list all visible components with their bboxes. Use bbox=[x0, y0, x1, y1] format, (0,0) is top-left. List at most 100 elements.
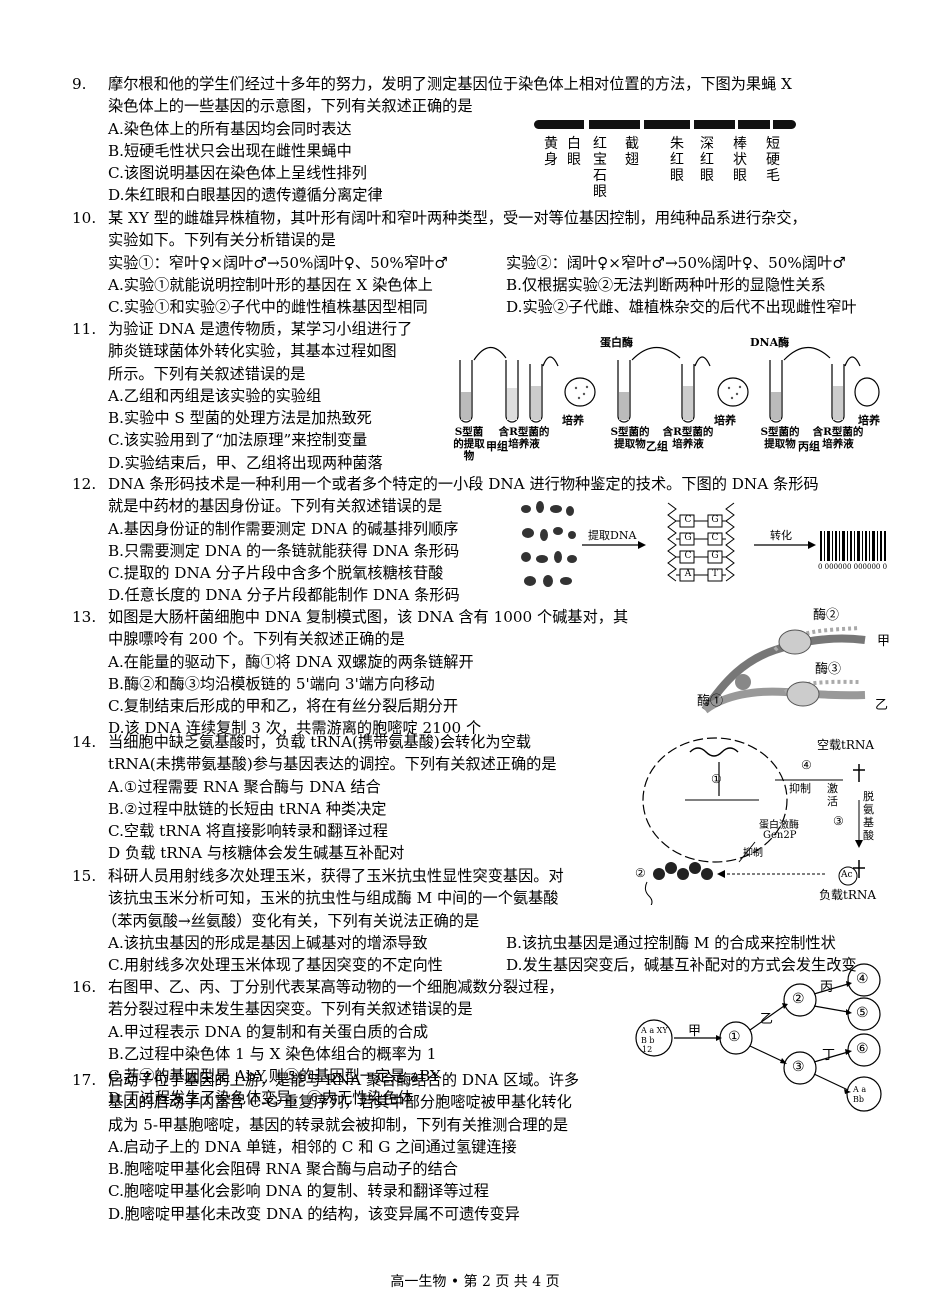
cell-genotype-text: B b bbox=[641, 1036, 655, 1045]
replication-diagram bbox=[701, 626, 866, 714]
cell-genotype-text: Bb bbox=[853, 1095, 864, 1104]
question-number: 13. bbox=[72, 608, 97, 626]
process-ding-label: 丁 bbox=[822, 1048, 836, 1063]
stem-line: 右图甲、乙、丙、丁分别代表某高等动物的一个细胞减数分裂过程， bbox=[108, 978, 564, 996]
gene-label: 朱红眼 bbox=[670, 136, 684, 184]
stem-line: 若分裂过程中未发生基因突变。下列有关叙述错误的是 bbox=[108, 1000, 473, 1019]
base: A bbox=[684, 569, 692, 579]
option-d: D.实验②子代雌、雄植株杂交的后代不出现雌性窄叶 bbox=[506, 298, 857, 317]
strand-yi-label: 乙 bbox=[875, 698, 889, 713]
question-number: 12. bbox=[72, 475, 97, 493]
option-c: C.空载 tRNA 将直接影响转录和翻译过程 bbox=[108, 822, 388, 841]
stem-line: 染色体上的一些基因的示意图，下列有关叙述正确的是 bbox=[108, 97, 473, 116]
culture-label: 培养 bbox=[714, 414, 736, 427]
cell-5-label: ⑤ bbox=[856, 1005, 869, 1021]
option-c: C.实验①和实验②子代中的雌性植株基因型相同 bbox=[108, 298, 428, 317]
group-2-label: 乙组 bbox=[646, 440, 668, 453]
enzyme-1-label: 酶① bbox=[697, 694, 724, 709]
dna-replication-figure: 酶② 甲 酶③ 酶① 乙 bbox=[685, 600, 890, 722]
question-number: 15. bbox=[72, 867, 97, 885]
herbs-icon bbox=[521, 501, 577, 587]
option-b: B.只需要测定 DNA 的一条链就能获得 DNA 条形码 bbox=[108, 541, 460, 560]
stem-line: 为验证 DNA 是遗传物质，某学习小组进行了 bbox=[108, 320, 413, 338]
chromosome-figure: 黄身 白眼 红宝石眼 截翅 朱红眼 深红眼 棒状眼 短硬毛 bbox=[530, 118, 800, 202]
question-number: 14. bbox=[72, 733, 97, 751]
base: G bbox=[711, 515, 719, 525]
stem-line: 就是中药材的基因身份证。下列有关叙述错误的是 bbox=[108, 497, 443, 516]
meiosis-diagram: A a XY B b 12 A a Bb bbox=[635, 963, 882, 1112]
extract-dna-label: 提取DNA bbox=[588, 529, 637, 542]
question-number: 17. bbox=[72, 1071, 97, 1089]
cell-3-label: ③ bbox=[792, 1059, 805, 1075]
culture-label: 培养 bbox=[858, 414, 880, 427]
process-yi-label: 乙 bbox=[760, 1012, 774, 1027]
gene-label: 黄身 bbox=[544, 136, 558, 168]
stem-line: 如图是大肠杆菌细胞中 DNA 复制模式图，该 DNA 含有 1000 个碱基对，… bbox=[108, 608, 629, 626]
stem-line: （苯丙氨酸→丝氨酸）变化有关，下列有关说法正确的是 bbox=[102, 911, 480, 930]
option-a: A.实验①就能说明控制叶形的基因在 X 染色体上 bbox=[108, 275, 433, 294]
option-a: A.①过程需要 RNA 聚合酶与 DNA 结合 bbox=[108, 777, 381, 796]
stem-line: 科研人员用射线多次处理玉米，获得了玉米抗虫性显性突变基因。对 bbox=[108, 867, 564, 885]
option-d: D.朱红眼和白眼基因的遗传遵循分离定律 bbox=[108, 186, 383, 205]
option-c: C.提取的 DNA 分子片段中含多个脱氧核糖核苷酸 bbox=[108, 564, 444, 583]
barcode-diagram bbox=[521, 501, 886, 587]
question-number: 10. bbox=[72, 209, 97, 227]
ac-label: Ac bbox=[841, 870, 853, 880]
step-3-label: ③ bbox=[833, 814, 844, 828]
option-a: A.在能量的驱动下，酶①将 DNA 双螺旋的两条链解开 bbox=[108, 652, 474, 671]
transformation-experiment-figure: 蛋白酶 DNA酶 培养 培养 培养 S型菌的提取物 含R型菌的培养液 S型菌的提… bbox=[450, 330, 880, 462]
stem-line: 中腺嘌呤有 200 个。下列有关叙述正确的是 bbox=[108, 630, 405, 649]
r-culture-label: 含R型菌的培养液 bbox=[812, 426, 864, 450]
experiment-1: 实验①：窄叶♀×阔叶♂→50%阔叶♀、50%窄叶♂ bbox=[108, 253, 448, 272]
page-footer: 高一生物 • 第 2 页 共 4 页 bbox=[390, 1274, 560, 1290]
stem-line: 基因的启动子内富含 C-G 重复序列，若其中部分胞嘧啶被甲基化转化 bbox=[108, 1093, 572, 1112]
option-a: A.该抗虫基因的形成是基因上碱基对的增添导致 bbox=[108, 933, 428, 952]
experiment-diagram bbox=[459, 346, 880, 423]
option-d: D.该 DNA 连续复制 3 次，共需游离的胞嘧啶 2100 个 bbox=[108, 719, 482, 738]
stem-line: 某 XY 型的雌雄异株植物，其叶形有阔叶和窄叶两种类型，受一对等位基因控制，用纯… bbox=[108, 209, 807, 227]
cell-genotype-text: 12 bbox=[642, 1045, 652, 1054]
cell-6-label: ⑥ bbox=[856, 1041, 869, 1057]
chromosome-diagram bbox=[534, 120, 796, 129]
r-culture-label: 含R型菌的培养液 bbox=[498, 426, 550, 450]
inhibit-label: 抑制 bbox=[789, 782, 811, 795]
gene-label: 深红眼 bbox=[700, 136, 714, 184]
dnase-label: DNA酶 bbox=[750, 336, 790, 349]
step-1-label: ① bbox=[711, 772, 722, 786]
convert-label: 转化 bbox=[770, 529, 792, 542]
stem-line: 启动子位于基因的上游，是能与 RNA 聚合酶结合的 DNA 区域。许多 bbox=[108, 1071, 580, 1089]
barcode-digits: 0 000000 000000 0 bbox=[818, 563, 888, 571]
step-2-label: ② bbox=[635, 866, 646, 880]
cell-2-label: ② bbox=[792, 991, 805, 1007]
enzyme-3-label: 酶③ bbox=[815, 662, 842, 677]
gene-label: 截翅 bbox=[625, 136, 639, 168]
stem-line: 摩尔根和他的学生们经过十多年的努力，发明了测定基因位于染色体上相对位置的方法，下… bbox=[108, 75, 792, 93]
process-bing-label: 丙 bbox=[820, 980, 834, 995]
stem-line: 当细胞中缺乏氨基酸时，负载 tRNA(携带氨基酸)会转化为空载 bbox=[108, 733, 531, 751]
gene-label: 白眼 bbox=[567, 136, 581, 168]
option-b: B.短硬毛性状只会出现在雌性果蝇中 bbox=[108, 141, 352, 160]
stem-line: 实验如下。下列有关分析错误的是 bbox=[108, 231, 336, 250]
stem-line: 肺炎链球菌体外转化实验，其基本过程如图 bbox=[108, 342, 397, 361]
s-extract-label: S型菌的提取物 bbox=[453, 426, 485, 462]
option-b: B.②过程中肽链的长短由 tRNA 种类决定 bbox=[108, 799, 387, 818]
base: C bbox=[684, 515, 692, 525]
option-a: A.启动子上的 DNA 单链，相邻的 C 和 G 之间通过氢键连接 bbox=[108, 1137, 517, 1156]
option-c: C.该图说明基因在染色体上呈线性排列 bbox=[108, 164, 367, 183]
option-d: D.丁过程发生了染色体变异，⑥内无性染色体 bbox=[108, 1089, 414, 1108]
empty-trna-label: 空载tRNA bbox=[817, 738, 875, 752]
question-number: 11. bbox=[72, 320, 97, 338]
option-c: C.若④的基因型是 AbY,则⑤的基因型一定是 aBY bbox=[108, 1067, 441, 1086]
protease-label: 蛋白酶 bbox=[600, 336, 633, 349]
base: G bbox=[684, 533, 692, 543]
r-culture-label: 含R型菌的培养液 bbox=[662, 426, 714, 450]
stem-line: tRNA(未携带氨基酸)参与基因表达的调控。下列有关叙述正确的是 bbox=[108, 755, 557, 774]
gene-label: 棒状眼 bbox=[733, 136, 747, 184]
group-3-label: 丙组 bbox=[798, 440, 820, 453]
group-1-label: 甲组 bbox=[486, 440, 508, 453]
trna-regulation-figure: 空载tRNA ① ④ 抑制 激活 脱氨基酸 ③ 蛋白激酶 Gen2P 抑制 ② … bbox=[635, 730, 890, 909]
enzyme-2-label: 酶② bbox=[813, 608, 840, 623]
s-extract-label: S型菌的提取物 bbox=[610, 426, 650, 450]
step-4-label: ④ bbox=[801, 758, 812, 772]
option-a: A.染色体上的所有基因均会同时表达 bbox=[108, 119, 352, 138]
